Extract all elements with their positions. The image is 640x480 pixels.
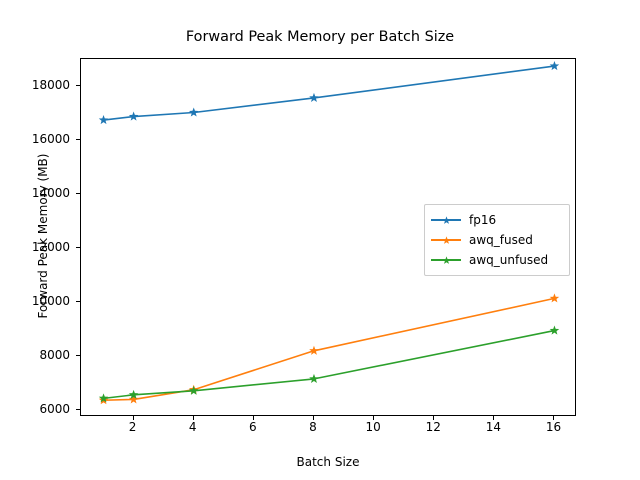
y-tick-mark — [76, 85, 80, 87]
legend-label: awq_unfused — [469, 253, 549, 267]
data-point-marker — [188, 107, 199, 117]
data-point-marker — [98, 115, 109, 125]
y-tick-mark — [76, 301, 80, 303]
x-tick-mark — [192, 416, 194, 420]
y-tick-label: 16000 — [31, 132, 70, 147]
data-point-marker — [309, 345, 319, 355]
series-fp16 — [98, 61, 560, 125]
x-tick-mark — [493, 416, 495, 420]
data-point-marker — [549, 61, 560, 71]
series-line — [102, 65, 556, 121]
data-point-marker — [549, 293, 560, 303]
star-marker-icon — [442, 236, 451, 244]
x-tick-label: 8 — [309, 420, 317, 434]
y-tick-label: 18000 — [31, 78, 70, 93]
data-point-marker — [309, 373, 319, 383]
x-tick-label: 14 — [485, 420, 501, 434]
series-awq_fused — [98, 293, 560, 405]
y-tick-mark — [76, 355, 80, 357]
y-tick-mark — [76, 193, 80, 195]
x-tick-label: 12 — [425, 420, 441, 434]
x-tick-label: 10 — [365, 420, 381, 434]
x-tick-mark — [252, 416, 254, 420]
star-marker-icon — [442, 256, 451, 264]
legend-swatch-icon — [431, 253, 461, 267]
data-point-marker — [98, 393, 109, 403]
legend-swatch-icon — [431, 213, 461, 227]
series-awq_unfused — [98, 325, 560, 403]
y-tick-label: 10000 — [31, 294, 70, 309]
x-tick-label: 6 — [249, 420, 257, 434]
chart-title: Forward Peak Memory per Batch Size — [185, 29, 455, 45]
legend-label: fp16 — [469, 213, 497, 227]
y-tick-label: 8000 — [39, 348, 70, 363]
series-layer — [98, 61, 560, 405]
x-tick-mark — [132, 416, 134, 420]
y-tick-label: 14000 — [31, 186, 70, 201]
x-tick-label: 2 — [128, 420, 137, 434]
legend-item-awq_fused[interactable]: awq_fused — [431, 230, 563, 250]
data-point-marker — [188, 385, 199, 395]
x-tick-mark — [433, 416, 435, 420]
legend: fp16 awq_fused awq_unfused — [424, 204, 570, 276]
legend-swatch-icon — [431, 233, 461, 247]
series-line — [102, 297, 556, 402]
y-tick-mark — [76, 139, 80, 141]
x-tick-mark — [553, 416, 555, 420]
x-tick-mark — [312, 416, 314, 420]
data-point-marker — [549, 325, 560, 335]
y-tick-mark — [76, 247, 80, 249]
data-point-marker — [128, 394, 139, 404]
x-axis-label: Batch Size — [296, 455, 360, 469]
x-tick-label: 4 — [188, 420, 197, 434]
y-tick-label: 12000 — [31, 240, 70, 255]
y-tick-label: 6000 — [39, 402, 70, 417]
legend-item-awq_unfused[interactable]: awq_unfused — [431, 250, 563, 270]
legend-item-fp16[interactable]: fp16 — [431, 210, 563, 230]
plot-inner — [81, 59, 575, 415]
x-tick-label: 16 — [545, 420, 562, 434]
data-point-marker — [309, 92, 319, 102]
star-marker-icon — [442, 216, 451, 224]
x-tick-mark — [373, 416, 375, 420]
y-tick-mark — [76, 409, 80, 411]
data-point-marker — [128, 389, 139, 399]
data-point-marker — [128, 111, 139, 121]
legend-label: awq_fused — [469, 233, 533, 247]
series-line — [102, 329, 556, 400]
